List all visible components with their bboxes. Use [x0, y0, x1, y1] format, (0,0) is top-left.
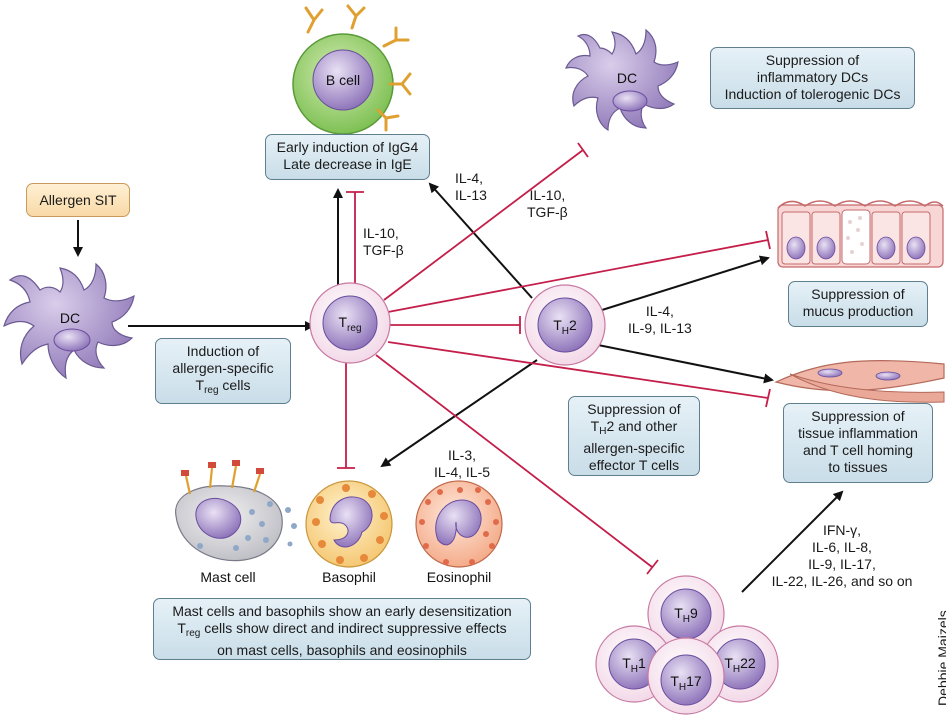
th2-baso-cytokine-2: IL-4, IL-5: [434, 464, 491, 480]
th17-cell: TH17: [647, 637, 725, 715]
th2-b-cytokine-1: IL-4,: [455, 170, 484, 186]
b-cell: B cell: [292, 4, 412, 135]
igg4-line-2: Late decrease in IgE: [283, 156, 412, 172]
treg-b-cytokine-2: TGF-β: [363, 242, 404, 258]
eosinophil-label: Eosinophil: [427, 569, 492, 585]
mucus-line-1: Suppression of: [811, 286, 905, 302]
induction-line-1: Induction of: [186, 343, 260, 359]
th2-suppression-line-2: TH2 and other: [590, 418, 678, 437]
th-cluster: TH9 TH1 TH22 TH17: [595, 575, 779, 715]
svg-text:TH9: TH9: [674, 605, 698, 625]
eosinophil-cell: [415, 480, 503, 568]
mast-baso-line-2: Treg cells show direct and indirect supp…: [177, 620, 507, 639]
inhibit-treg-to-dc: [383, 149, 584, 301]
basophil-label: Basophil: [322, 569, 376, 585]
tissue-line-1: Suppression of: [811, 408, 905, 424]
th-tissue-cytokine-4: IL-22, IL-26, and so on: [771, 573, 913, 589]
arrow-th-to-tissue-box: [741, 490, 844, 593]
tissue-line-4: to tissues: [828, 459, 888, 475]
mast-basophil-box: Mast cells and basophils show an early d…: [153, 598, 531, 660]
tissue-suppression-box: Suppression of tissue inflammation and T…: [783, 403, 933, 483]
mast-baso-line-1: Mast cells and basophils show an early d…: [172, 603, 512, 619]
basophil-cell: [305, 480, 393, 568]
th2-suppression-line-3: allergen-specific: [583, 440, 685, 456]
cytokines-treg-bcell: IL-10, TGF-β: [363, 225, 404, 259]
th2-baso-cytokine-1: IL-3,: [448, 447, 477, 463]
svg-text:TH22: TH22: [724, 655, 756, 675]
allergen-sit-box: Allergen SIT: [26, 183, 130, 217]
igg4-box: Early induction of IgG4 Late decrease in…: [265, 134, 430, 180]
activation-arrows: [73, 182, 844, 593]
arrow-th2-to-tissue: [597, 344, 774, 384]
cytokines-treg-dc: IL-10, TGF-β: [527, 187, 568, 221]
dc-top-label: DC: [617, 70, 637, 86]
th2-suppression-line-1: Suppression of: [587, 401, 681, 417]
cytokines-th2-epithelium: IL-4, IL-9, IL-13: [628, 303, 692, 337]
dc-left-label: DC: [60, 310, 80, 326]
th-tissue-cytokine-1: IFN-γ,: [822, 522, 862, 538]
tissue-line-2: tissue inflammation: [798, 425, 918, 441]
illustrator-credit: Debbie Maizels: [935, 610, 946, 706]
inhibit-treg-to-th-cluster: [375, 354, 653, 568]
mucus-box: Suppression of mucus production: [788, 281, 928, 327]
treg-cell: Treg: [309, 282, 391, 364]
treg-dc-cytokine-2: TGF-β: [527, 204, 568, 220]
allergen-sit-label: Allergen SIT: [39, 192, 117, 208]
induction-line-2: allergen-specific: [172, 360, 274, 376]
mast-cell: [175, 460, 297, 562]
epithelium-icon: [777, 200, 944, 268]
th9-cell: TH9: [647, 575, 725, 653]
arrow-th2-to-basophil: [380, 359, 538, 468]
dendritic-cell-left: DC: [3, 262, 135, 380]
treg-b-cytokine-1: IL-10,: [363, 225, 399, 241]
induction-line-3: Treg cells: [195, 377, 251, 396]
dc-suppression-box: Suppression of inflammatory DCs Inductio…: [710, 47, 915, 109]
th2-cell: TH2: [524, 284, 606, 366]
arrow-th2-to-epithelium: [601, 255, 770, 311]
th-tissue-cytokine-2: IL-6, IL-8,: [812, 539, 872, 555]
inhibit-treg-to-tissue: [387, 341, 769, 399]
th-tissue-cytokine-3: IL-9, IL-17,: [808, 556, 876, 572]
b-cell-label: B cell: [326, 72, 360, 88]
cytokines-th2-bcell: IL-4, IL-13: [455, 170, 487, 204]
igg4-line-1: Early induction of IgG4: [276, 139, 419, 155]
th2-epi-cytokine-1: IL-4,: [645, 303, 674, 319]
mast-cell-label: Mast cell: [200, 569, 255, 585]
th2-epi-cytokine-2: IL-9, IL-13: [628, 320, 692, 336]
th2-label: TH2: [553, 317, 577, 337]
inhibit-treg-to-epithelium: [387, 239, 769, 313]
dc-suppression-line-2: inflammatory DCs: [756, 69, 869, 85]
inhibition-lines: [337, 142, 771, 575]
th2-b-cytokine-2: IL-13: [455, 187, 487, 203]
dc-suppression-line-3: Induction of tolerogenic DCs: [724, 86, 901, 102]
tissue-cells-icon: [774, 359, 945, 403]
th2-suppression-box: Suppression of TH2 and other allergen-sp…: [568, 396, 700, 476]
svg-text:TH17: TH17: [670, 673, 702, 693]
tissue-line-3: and T cell homing: [803, 442, 913, 458]
mast-baso-line-3: on mast cells, basophils and eosinophils: [217, 642, 467, 658]
cytokines-th-tissue: IFN-γ, IL-6, IL-8, IL-9, IL-17, IL-22, I…: [762, 522, 922, 590]
arrow-th2-to-bcell: [428, 182, 533, 299]
svg-text:TH1: TH1: [622, 655, 646, 675]
treg-dc-cytokine-1: IL-10,: [529, 187, 566, 203]
treg-label: Treg: [338, 314, 361, 334]
th2-suppression-line-4: effector T cells: [588, 457, 680, 473]
antibody-icons: [304, 4, 412, 132]
dendritic-cell-top: DC: [565, 28, 679, 132]
mucus-line-2: mucus production: [802, 303, 914, 319]
dc-suppression-line-1: Suppression of: [765, 52, 860, 68]
cytokines-th2-basophil: IL-3, IL-4, IL-5: [434, 447, 490, 481]
induction-treg-box: Induction of allergen-specific Treg cell…: [155, 338, 291, 404]
